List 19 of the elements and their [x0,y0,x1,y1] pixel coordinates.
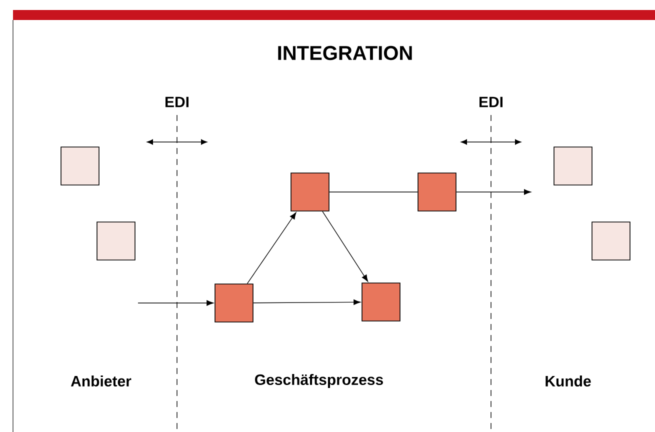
arrow [253,299,361,305]
label: Geschäftsprozess [253,373,385,389]
label: Kunde [544,374,592,388]
process-box [418,172,456,212]
arrow [246,212,296,284]
label: Anbieter [70,374,132,388]
label: EDI [478,96,504,108]
process-box [592,222,630,260]
process-box [290,172,330,212]
process-box [214,284,254,322]
process-box [362,282,400,322]
arrow [456,189,531,195]
process-box [96,222,136,260]
title: INTEGRATION [278,46,412,60]
label: EDI [164,96,190,108]
arrow [322,211,368,282]
process-box [60,146,100,186]
process-box [554,146,592,186]
arrow [138,300,214,306]
